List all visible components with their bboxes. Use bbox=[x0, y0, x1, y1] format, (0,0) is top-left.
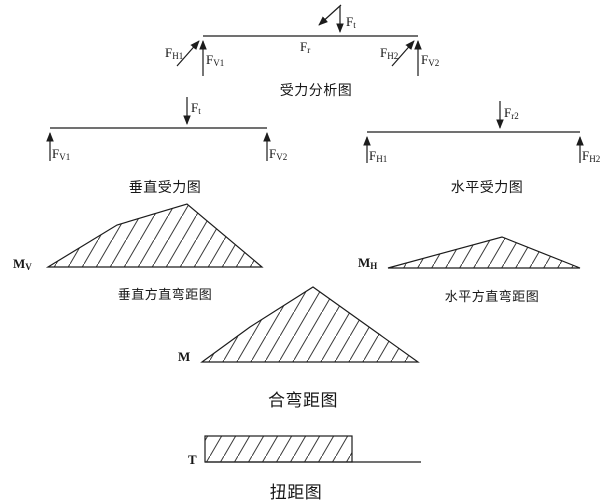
combined-moment-triangle bbox=[200, 286, 420, 363]
label-fv1-vertical: FV1 bbox=[52, 146, 71, 162]
label-fr-top: Fr bbox=[300, 39, 311, 55]
label-m: M bbox=[178, 349, 191, 364]
force-analysis-diagram bbox=[176, 4, 422, 76]
torque-rectangle bbox=[204, 435, 353, 463]
torque-diagram bbox=[204, 435, 421, 463]
label-fv2-vertical: FV2 bbox=[269, 146, 288, 162]
vertical-force-diagram bbox=[46, 97, 271, 161]
label-fh1-horizontal: FH1 bbox=[369, 148, 388, 164]
horizontal-force-diagram bbox=[363, 101, 584, 163]
label-fv2-top: FV2 bbox=[421, 52, 440, 68]
caption-force-analysis: 受力分析图 bbox=[279, 82, 353, 98]
arrow-fh1-diagonal bbox=[176, 40, 200, 67]
label-fv1-top: FV1 bbox=[206, 52, 225, 68]
caption-torque: 扭距图 bbox=[269, 483, 323, 500]
arrow-fh2-diagonal bbox=[391, 40, 415, 67]
label-fh1-top: FH1 bbox=[165, 45, 184, 61]
vertical-moment-triangle bbox=[45, 203, 264, 268]
horizontal-moment-triangle bbox=[387, 236, 581, 269]
arrow-fr-diagonal bbox=[318, 4, 342, 26]
caption-combined-moment: 合弯距图 bbox=[268, 391, 338, 410]
label-mv: MV bbox=[13, 256, 32, 272]
label-fh2-top: FH2 bbox=[380, 45, 399, 61]
label-mh: MH bbox=[358, 255, 378, 271]
label-t: T bbox=[188, 452, 197, 467]
label-fh2-horizontal: FH2 bbox=[582, 148, 600, 164]
caption-vertical-force: 垂直受力图 bbox=[128, 179, 202, 195]
label-fr2-horizontal: Fr2 bbox=[504, 105, 519, 121]
label-ft-top: Ft bbox=[346, 14, 356, 30]
caption-horizontal-force: 水平受力图 bbox=[450, 179, 524, 195]
caption-vertical-moment: 垂直方直弯距图 bbox=[117, 287, 213, 302]
label-ft-vertical: Ft bbox=[191, 100, 201, 116]
caption-horizontal-moment: 水平方直弯距图 bbox=[444, 289, 540, 304]
